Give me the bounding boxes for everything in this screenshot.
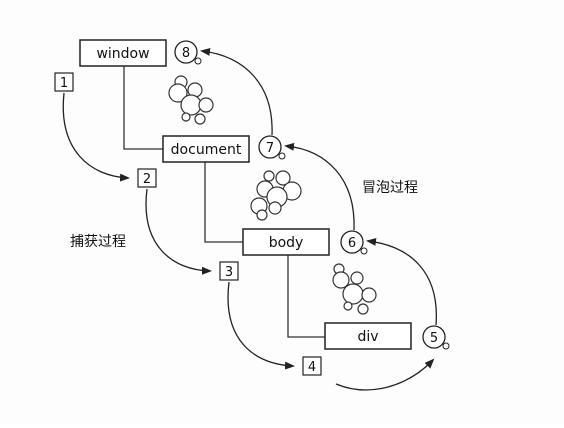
bubble-arrows [200, 47, 437, 326]
capture-arrow-4-5 [335, 358, 435, 391]
capture-step-4: 4 [302, 356, 322, 376]
node-document: document [162, 135, 250, 163]
bubble-cluster-1-icon [168, 75, 214, 125]
bubble-arrow-6-7 [284, 142, 355, 231]
bubble-phase-label: 冒泡过程 [362, 180, 418, 196]
bubble-step-nub-8 [194, 57, 202, 65]
bubble-step-circle-8 [174, 40, 198, 64]
node-div: div [324, 322, 412, 350]
connector-body-div [287, 254, 325, 338]
bubble-step-nub-7 [278, 152, 286, 160]
bubble-step-8: 8 [174, 40, 202, 65]
node-box-div [324, 322, 412, 350]
capture-step-box-2 [137, 168, 157, 188]
capture-arrows [62, 92, 435, 391]
capture-step-3: 3 [219, 261, 239, 281]
connector-document-body [204, 160, 243, 243]
bubble-step-circle-6 [340, 230, 364, 254]
node-label-body: body [269, 235, 304, 251]
bubble-cluster-3-icon [332, 263, 377, 315]
capture-step-box-4 [302, 356, 322, 376]
node-label-div: div [357, 329, 378, 345]
bubble-step-7: 7 [258, 135, 286, 160]
node-box-document [162, 135, 250, 163]
bubble-step-label-7: 7 [266, 141, 274, 156]
bubble-cluster-2-icon [250, 170, 302, 221]
capture-step-2: 2 [137, 168, 157, 188]
connector-window-document [123, 66, 163, 150]
node-box-window [79, 39, 167, 67]
bubble-arrow-5-6 [366, 237, 437, 326]
node-label-document: document [171, 142, 242, 158]
capture-arrow-3-4 [227, 281, 295, 370]
capture-step-box-1 [54, 72, 74, 92]
capture-step-label-2: 2 [143, 172, 151, 187]
capture-step-label-1: 1 [60, 76, 68, 91]
bubble-step-label-6: 6 [348, 236, 356, 251]
bubble-arrow-7-8 [200, 47, 273, 136]
node-window: window [79, 39, 167, 67]
bubble-step-5: 5 [422, 325, 450, 350]
bubble-step-label-8: 8 [182, 46, 190, 61]
node-body: body [242, 228, 330, 256]
node-box-body [242, 228, 330, 256]
bubble-step-label-5: 5 [430, 331, 438, 346]
node-label-window: window [96, 46, 149, 62]
capture-step-label-4: 4 [308, 360, 316, 375]
tree-connectors [123, 66, 325, 338]
capture-arrow-2-3 [145, 188, 212, 275]
bubble-step-circle-5 [422, 325, 446, 349]
bubble-step-6: 6 [340, 230, 368, 255]
bubble-step-nub-5 [442, 342, 450, 350]
capture-step-label-3: 3 [225, 265, 233, 280]
bubble-step-circle-7 [258, 135, 282, 159]
bubble-step-nub-6 [360, 247, 368, 255]
capture-phase-label: 捕获过程 [70, 234, 126, 250]
capture-step-box-3 [219, 261, 239, 281]
capture-arrow-1-2 [62, 92, 130, 182]
capture-step-1: 1 [54, 72, 74, 92]
